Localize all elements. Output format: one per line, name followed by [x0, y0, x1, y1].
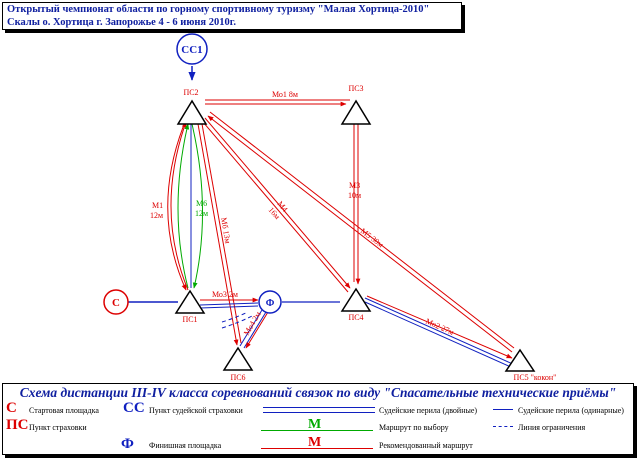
route-m5-2: [209, 111, 515, 349]
route-mo2-b: [364, 301, 514, 369]
route-mo3-c: [199, 305, 259, 309]
legend-limit-line: [493, 426, 513, 427]
node-ps2: [176, 99, 208, 125]
node-start: [103, 289, 129, 315]
legend-ps-text: Пункт страховки: [29, 423, 87, 432]
route-mo4-a: [239, 309, 263, 347]
node-ps2-label: ПС2: [183, 88, 198, 97]
legend-choice-symbol: М: [308, 417, 322, 432]
legend-double-rails-line: [263, 407, 375, 413]
limit-line-b: [221, 315, 253, 329]
route-mb: [197, 123, 239, 346]
route-m1-left: [167, 121, 187, 291]
label-mo2: Мо2 27м: [424, 317, 455, 337]
legend-single-rail-line: [493, 409, 513, 410]
legend-finish-symbol: Ф: [121, 436, 134, 452]
label-mo3: Мо3 2м: [212, 290, 238, 299]
header-subtitle: Скалы о. Хортица г. Запорожье 4 - 6 июня…: [7, 16, 236, 28]
limit-line-a: [221, 311, 249, 323]
header-box: Открытый чемпионат области по горному сп…: [2, 2, 462, 30]
node-ps4: [340, 287, 372, 312]
legend-start-text: Стартовая площадка: [29, 406, 99, 415]
node-ps5-label: ПС5 "кокон": [514, 373, 557, 382]
route-m4: [204, 117, 351, 289]
legend-ps-symbol: ПС: [6, 417, 29, 433]
legend-title: Схема дистанции III-IV класса соревнован…: [19, 385, 617, 400]
legend-recommended-symbol: М: [308, 435, 322, 450]
route-mo4-c: [245, 311, 269, 349]
node-ps3-label: ПС3: [348, 84, 363, 93]
route-diagram: СС1 ПС2 ПС3 С ПС1 Ф ПС4 ПС6 ПС5 "кокон" …: [103, 33, 557, 382]
legend-single-rail-text: Судейские перила (одинарные): [518, 406, 624, 415]
node-ps6-label: ПС6: [230, 373, 245, 382]
node-ss1-label: СС1: [181, 44, 202, 56]
legend-limit-text: Линия ограничения: [518, 423, 586, 432]
route-m5: [207, 115, 513, 353]
legend-finish-text: Финишная площадка: [149, 441, 222, 450]
label-m5: М5 30м: [359, 226, 385, 249]
node-start-label: С: [112, 297, 120, 309]
label-m6b: 12м: [195, 209, 208, 218]
label-mb: Мб 13м: [219, 217, 232, 244]
legend-box: Схема дистанции III-IV класса соревнован…: [2, 383, 634, 455]
node-ps1-label: ПС1: [182, 315, 197, 324]
node-finish: [258, 290, 282, 314]
node-ps5: [504, 348, 536, 372]
route-m6-green2: [177, 123, 190, 289]
route-mo2-c: [366, 295, 513, 359]
route-m6-green: [191, 123, 204, 289]
node-ps4-label: ПС4: [348, 313, 363, 322]
route-mo2-a: [364, 297, 516, 366]
label-m3b: 10м: [348, 191, 361, 200]
route-m4-2: [202, 121, 349, 293]
label-m3a: М3: [349, 181, 360, 190]
node-ps6: [222, 346, 254, 371]
legend-start-symbol: С: [6, 400, 17, 416]
route-mo3-b: [199, 302, 259, 306]
label-m1a: М1: [152, 201, 163, 210]
legend-choice-line: [261, 430, 373, 431]
label-mo1: Мо1 8м: [272, 90, 298, 99]
legend-ss-symbol: СС: [123, 400, 145, 416]
route-mb-2: [201, 123, 242, 344]
node-ps3: [340, 99, 372, 125]
legend-recommended-line: [261, 448, 373, 449]
label-m1b: 12м: [150, 211, 163, 220]
legend-ss-text: Пункт судейской страховки: [149, 406, 243, 415]
node-finish-label: Ф: [266, 298, 275, 309]
node-ss1: [176, 33, 208, 65]
label-mo4: Мо4 2м: [242, 310, 263, 337]
legend-double-rails-text: Судейские перила (двойные): [379, 406, 478, 415]
route-mo4-b: [243, 311, 267, 349]
legend-recommended-text: Рекомендованный маршрут: [379, 441, 473, 450]
legend-choice-text: Маршрут по выбору: [379, 423, 449, 432]
label-m6a: М6: [196, 199, 207, 208]
route-m1-left2: [170, 121, 189, 291]
node-ps1: [174, 289, 206, 314]
header-title: Открытый чемпионат области по горному сп…: [7, 4, 430, 15]
